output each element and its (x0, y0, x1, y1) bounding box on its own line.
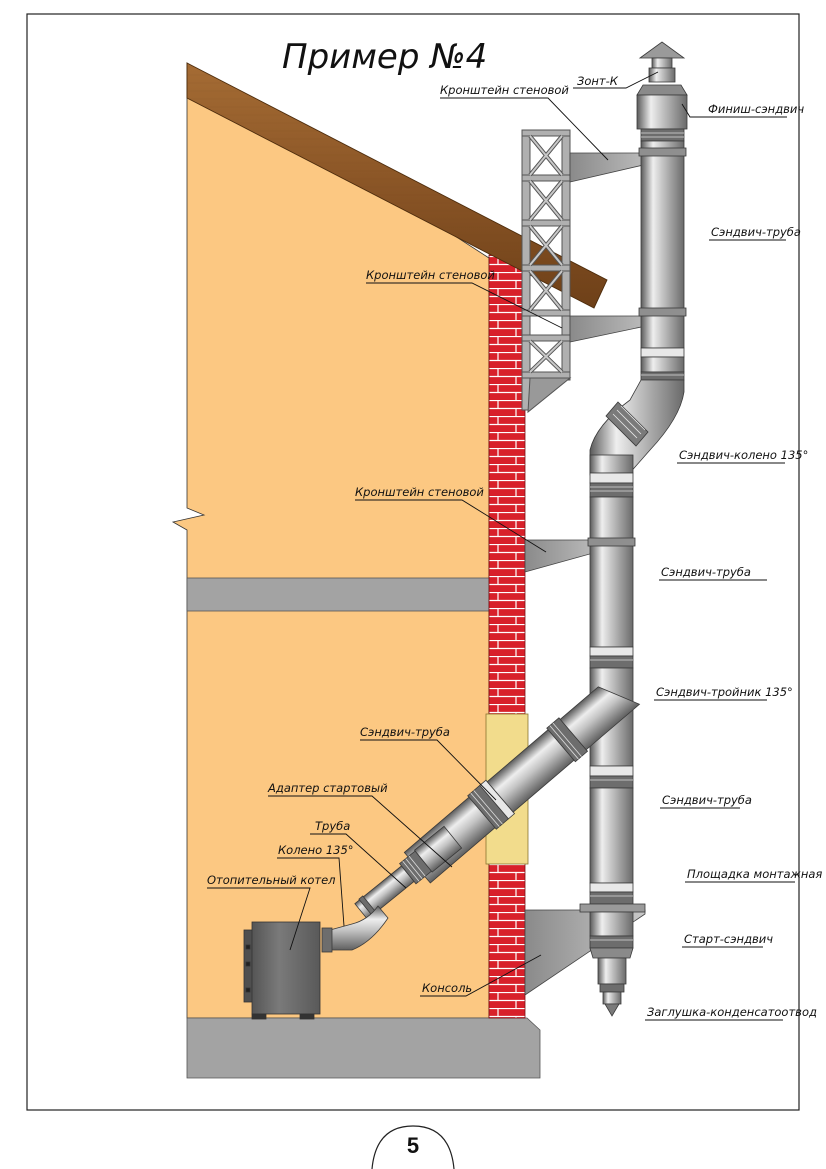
page-number-tab (371, 1125, 455, 1169)
leader-lines (207, 71, 795, 1021)
mounting-platform (579, 903, 646, 913)
label-starter-adapter: Адаптер стартовый (267, 781, 388, 795)
label-sandwich-elbow: Сэндвич-колено 135° (679, 448, 808, 462)
label-elbow-135: Колено 135° (278, 843, 354, 857)
foundation-slab (186, 1017, 541, 1079)
interfloor-slab (186, 577, 490, 612)
flue-pipe (321, 825, 463, 953)
label-sandwich-tee: Сэндвич-тройник 135° (656, 685, 793, 699)
label-umbrella: Зонт-К (577, 74, 619, 88)
label-sandwich-pipe-inclined: Сэндвич-труба (360, 725, 450, 739)
lattice-mast (521, 129, 572, 414)
label-heating-boiler: Отопительный котел (207, 873, 336, 887)
label-condensate-plug: Заглушка-конденсатоотвод (647, 1005, 817, 1019)
label-wall-bracket-low: Кронштейн стеновой (355, 485, 484, 499)
label-finish-sandwich: Финиш-сэндвич (708, 102, 804, 116)
sandwich-elbow-135 (589, 379, 685, 476)
label-sandwich-pipe-lower: Сэндвич-труба (662, 793, 752, 807)
label-sandwich-pipe-mid: Сэндвич-труба (661, 565, 751, 579)
chimney-upper (636, 41, 688, 381)
brick-wall (488, 254, 526, 1019)
chimney-lower (579, 472, 646, 1017)
heating-boiler (243, 921, 321, 1020)
label-pipe: Труба (315, 819, 350, 833)
page-title: Пример №4 (282, 37, 487, 77)
page-number: 5 (407, 1133, 419, 1158)
label-sandwich-pipe-upper: Сэндвич-труба (711, 225, 801, 239)
inclined-sandwich-pipe (403, 686, 641, 884)
label-console: Консоль (422, 981, 472, 995)
label-mounting-platform: Площадка монтажная (687, 867, 822, 881)
label-wall-bracket-top: Кронштейн стеновой (440, 83, 569, 97)
label-start-sandwich: Старт-сэндвич (684, 932, 773, 946)
label-wall-bracket-mid: Кронштейн стеновой (366, 268, 495, 282)
roof-beam (186, 62, 608, 309)
